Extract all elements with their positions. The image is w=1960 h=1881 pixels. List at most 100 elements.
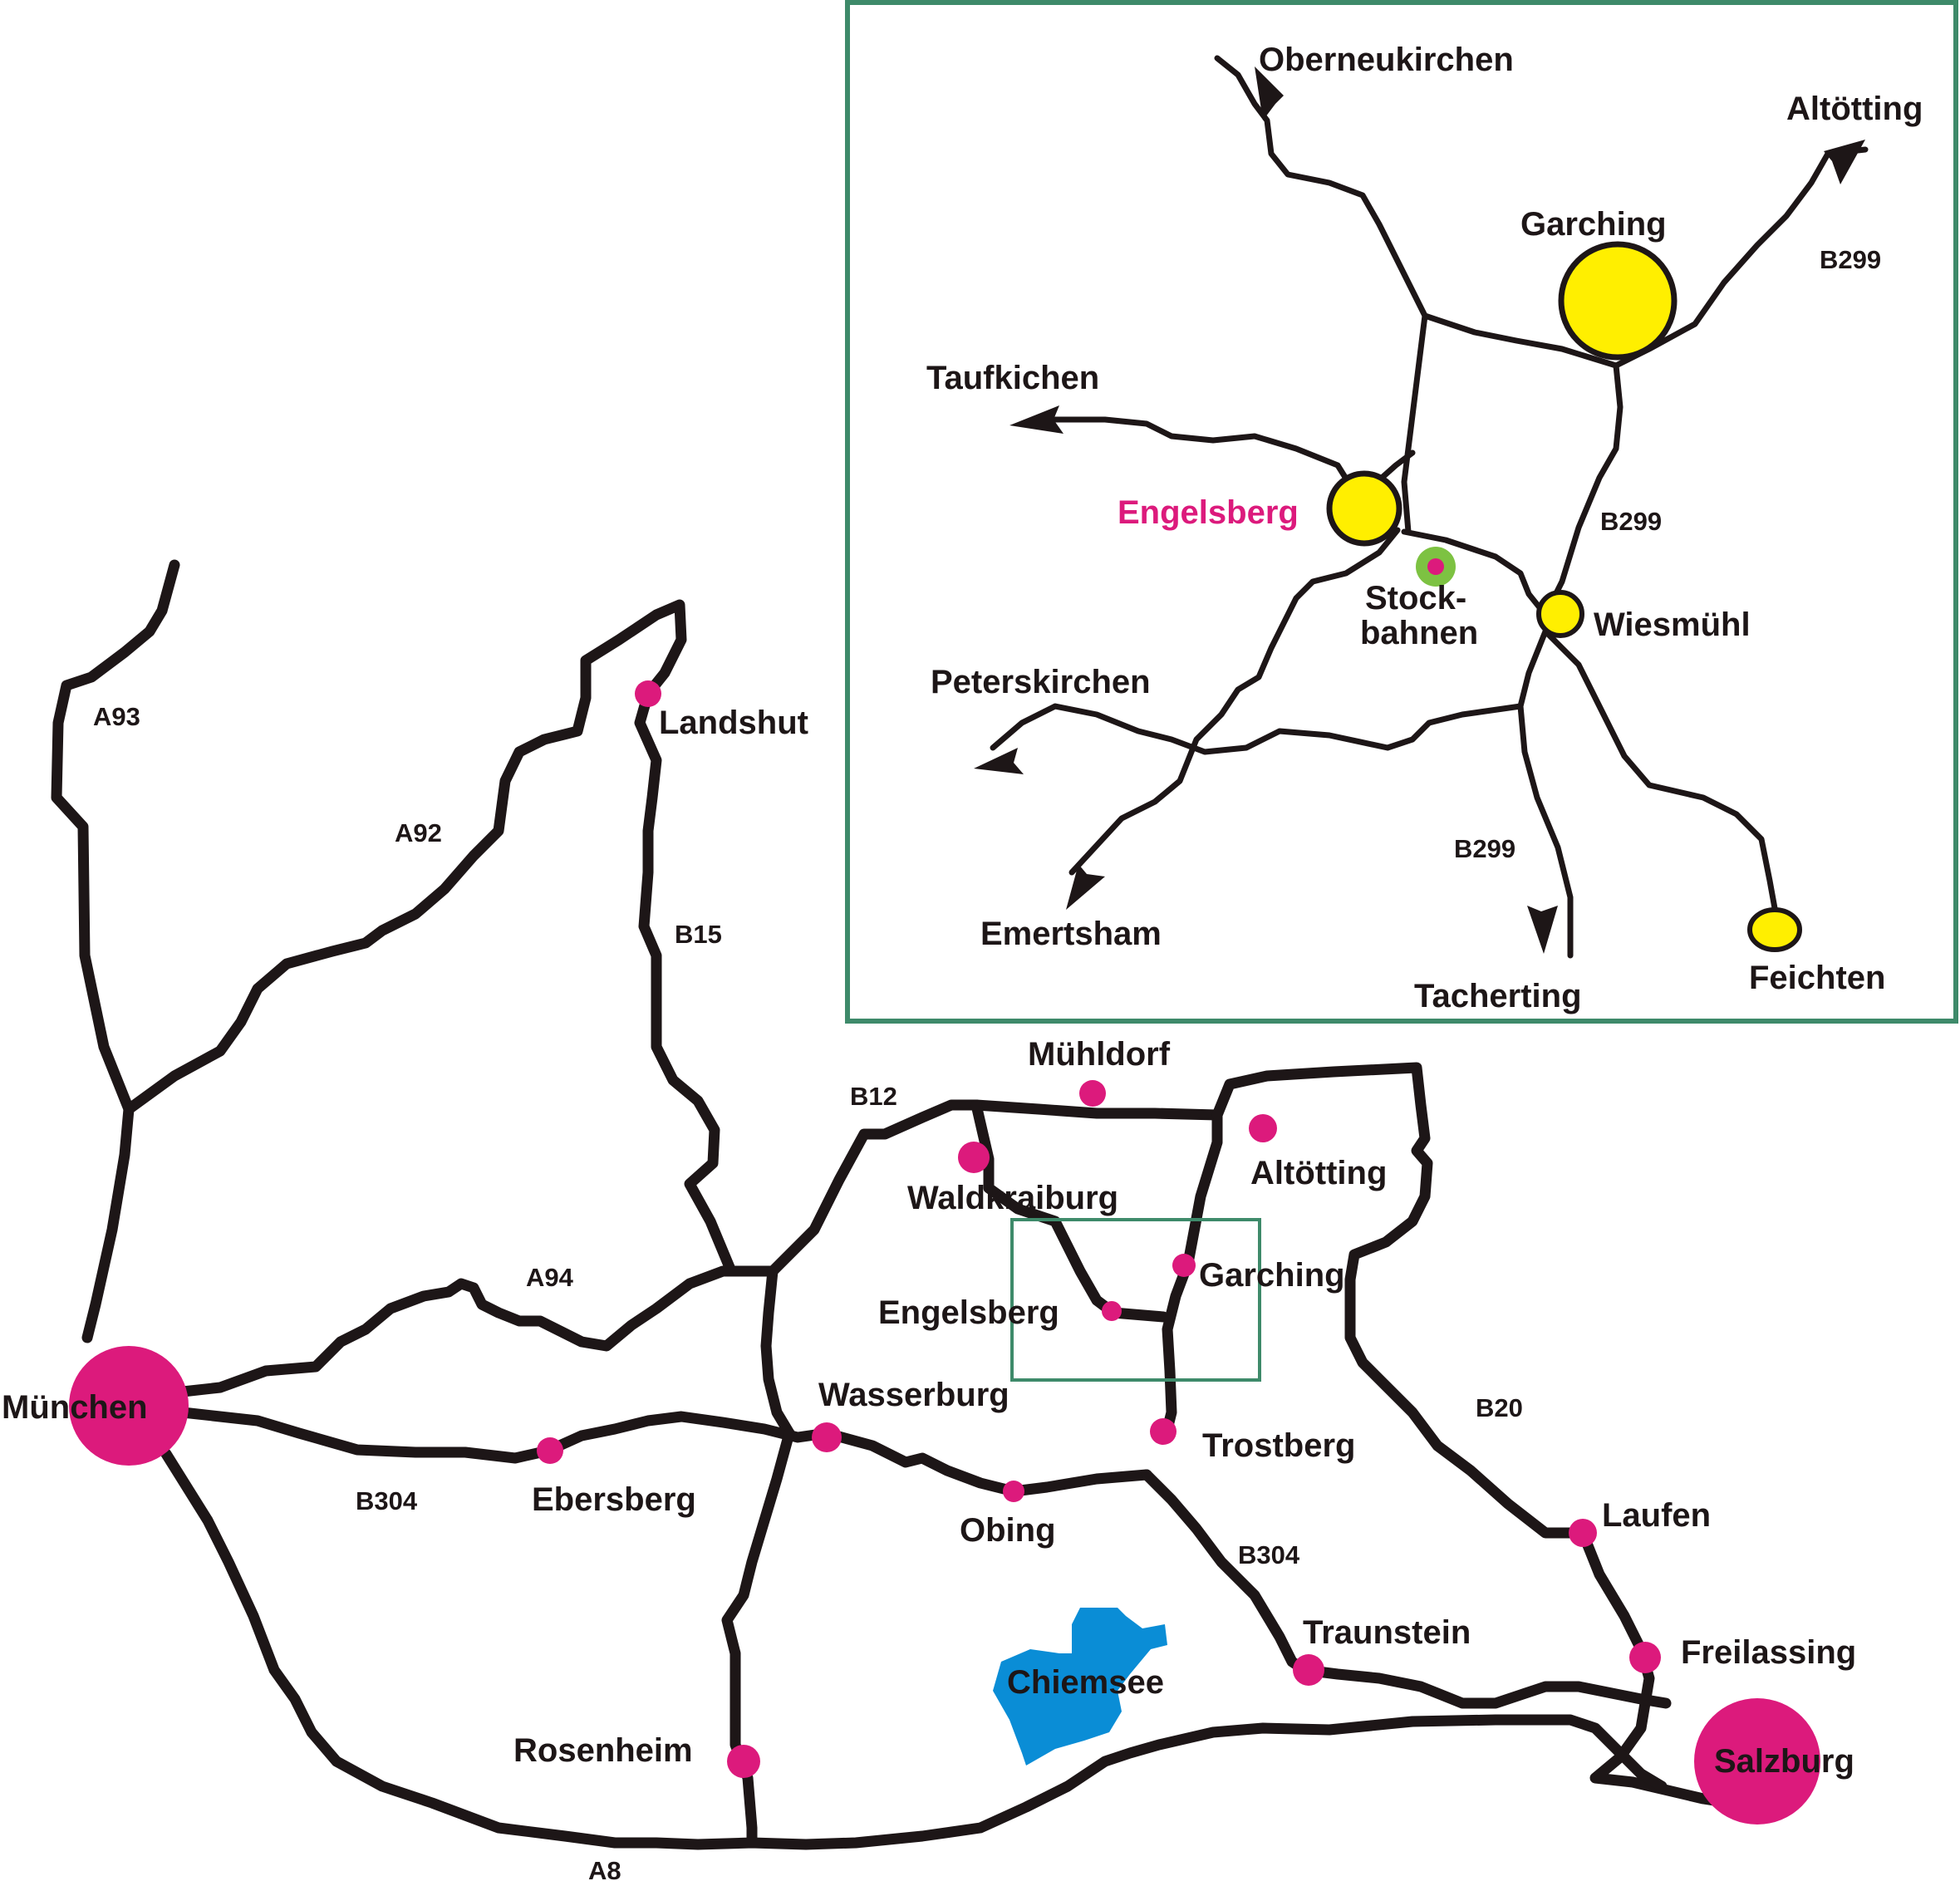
- road-b304-west: [177, 1407, 833, 1464]
- inset-road-feichten: [1542, 628, 1781, 930]
- road-a94: [177, 1099, 982, 1397]
- muehldorf-label: Mühldorf: [1028, 1036, 1171, 1073]
- engelsberg-label: Engelsberg: [878, 1294, 1059, 1331]
- inset-road-label-b299-mid: B299: [1600, 507, 1662, 536]
- freilassing-marker: [1629, 1642, 1661, 1673]
- inset-engelsberg-marker: [1326, 470, 1402, 547]
- muehldorf-marker: [1079, 1080, 1106, 1107]
- landshut-label: Landshut: [659, 705, 808, 741]
- main-roads: [51, 559, 1763, 1850]
- altoetting-label: Altötting: [1250, 1155, 1387, 1191]
- inset-arrows: [974, 66, 1865, 954]
- inset-towns: [1326, 241, 1802, 952]
- trostberg-label: Trostberg: [1202, 1427, 1355, 1464]
- engelsberg-marker: [1102, 1301, 1122, 1321]
- inset-stockbahnen-label-line1: Stock-: [1365, 580, 1466, 616]
- road-b304-east: [1141, 1469, 1672, 1709]
- landshut-marker: [635, 680, 661, 707]
- chiemsee-lake: [993, 1608, 1167, 1766]
- arrow-tacherting-icon: [1527, 906, 1558, 954]
- inset-road-altoetting: [1613, 146, 1869, 369]
- inset-road-north-south: [1401, 312, 1428, 535]
- road-main-west-east: [81, 1103, 135, 1343]
- road-b12: [970, 1099, 1223, 1121]
- road-label-a93: A93: [93, 702, 140, 731]
- arrow-emertsham-icon: [1066, 864, 1105, 910]
- inset-altoetting-label: Altötting: [1786, 91, 1923, 127]
- inset-garching-label: Garching: [1520, 206, 1667, 243]
- rosenheim-label: Rosenheim: [513, 1732, 693, 1769]
- road-label-b20: B20: [1476, 1393, 1523, 1422]
- wasserburg-marker: [812, 1422, 842, 1452]
- traunstein-label: Traunstein: [1303, 1614, 1471, 1651]
- obing-marker: [1003, 1481, 1024, 1502]
- road-wasserburg-north: [760, 1265, 795, 1439]
- inset-peterskirchen-label: Peterskirchen: [931, 664, 1151, 700]
- inset-stockbahnen-label-line2: bahnen: [1360, 615, 1478, 651]
- inset-engelsberg-label: Engelsberg: [1118, 494, 1299, 531]
- inset-labels: Oberneukirchen Altötting Garching B299 T…: [926, 42, 1923, 1014]
- garching-label: Garching: [1199, 1257, 1345, 1294]
- inset-road-stockbahnen: [1401, 528, 1549, 618]
- freilassing-label: Freilassing: [1681, 1634, 1856, 1671]
- road-wasserburg-obing-trostberg: [821, 1427, 1152, 1497]
- laufen-marker: [1569, 1519, 1597, 1547]
- salzburg-label: Salzburg: [1714, 1743, 1854, 1780]
- road-a93: [51, 559, 180, 1115]
- inset-road-peterskirchen: [990, 703, 1524, 755]
- inset-road-tacherting: [1517, 628, 1574, 959]
- wasserburg-label: Wasserburg: [818, 1377, 1009, 1413]
- arrow-peterskirchen-icon: [974, 748, 1024, 774]
- waldkraiburg-marker: [958, 1142, 990, 1173]
- inset-road-taufkichen: [1052, 416, 1362, 502]
- road-label-b304-west: B304: [356, 1486, 418, 1515]
- chiemsee-label: Chiemsee: [1007, 1664, 1164, 1701]
- rosenheim-marker: [727, 1745, 760, 1778]
- road-label-b12: B12: [850, 1082, 897, 1111]
- laufen-label: Laufen: [1602, 1497, 1711, 1534]
- inset-emertsham-label: Emertsham: [980, 916, 1162, 952]
- inset-tacherting-label: Tacherting: [1414, 978, 1582, 1014]
- muenchen-marker: [69, 1346, 189, 1466]
- arrow-oberneukirchen-icon: [1255, 66, 1284, 120]
- road-label-b304-east: B304: [1238, 1540, 1300, 1569]
- inset-road-label-b299-ne: B299: [1820, 245, 1881, 274]
- inset-stockbahnen-dot: [1427, 558, 1444, 575]
- muenchen-label: München: [2, 1389, 148, 1426]
- main-road-labels: A93 A92 B15 B12 A94 B304 B304 B20 A8: [93, 702, 1523, 1881]
- inset-garching-marker: [1558, 241, 1678, 361]
- road-a8: [160, 1448, 1668, 1850]
- ebersberg-marker: [537, 1437, 563, 1464]
- arrow-altoetting-icon: [1824, 140, 1865, 184]
- altoetting-marker: [1249, 1114, 1277, 1142]
- inset-road-emertsham: [1068, 527, 1401, 876]
- ebersberg-label: Ebersberg: [532, 1481, 696, 1518]
- inset-road-b299-mid: [1542, 362, 1624, 618]
- road-b20: [1211, 1062, 1589, 1539]
- obing-label: Obing: [960, 1512, 1056, 1549]
- road-altoetting-garching-trostberg: [1162, 1109, 1223, 1435]
- inset-wiesmuehl-marker: [1536, 590, 1584, 638]
- inset-road-label-b299-south: B299: [1454, 834, 1515, 863]
- waldkraiburg-label: Waldkraiburg: [907, 1180, 1118, 1216]
- inset-road-oberneukirchen: [1214, 55, 1619, 369]
- road-label-a92: A92: [395, 818, 442, 847]
- road-label-a8: A8: [588, 1856, 621, 1881]
- main-cities: [69, 680, 1820, 1825]
- road-label-a94: A94: [526, 1263, 574, 1292]
- inset-feichten-label: Feichten: [1749, 960, 1885, 996]
- road-a92: [123, 599, 687, 1115]
- trostberg-marker: [1150, 1418, 1176, 1445]
- inset-oberneukirchen-label: Oberneukirchen: [1259, 42, 1514, 78]
- inset-wiesmuehl-label: Wiesmühl: [1594, 607, 1751, 643]
- road-wasserburg-rosenheim: [721, 1427, 795, 1846]
- traunstein-marker: [1293, 1654, 1324, 1686]
- inset-feichten-marker: [1747, 907, 1802, 952]
- inset-taufkichen-label: Taufkichen: [926, 360, 1099, 396]
- garching-marker: [1172, 1254, 1196, 1277]
- inset-location-box: [1010, 1218, 1261, 1382]
- road-b15: [634, 688, 737, 1277]
- salzburg-marker: [1694, 1698, 1820, 1825]
- arrow-taufkichen-icon: [1009, 405, 1064, 434]
